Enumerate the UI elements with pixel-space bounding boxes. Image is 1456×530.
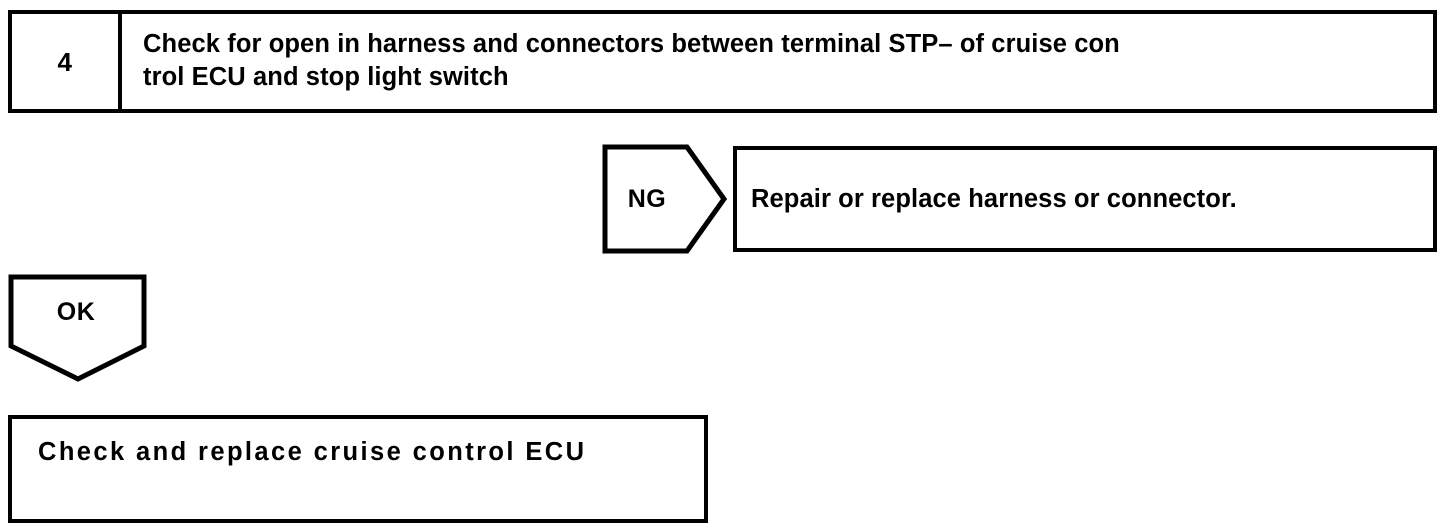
- step-instruction-text: Check for open in harness and connectors…: [143, 30, 1120, 91]
- ng-branch-arrow-icon: [602, 144, 727, 254]
- ng-result-box: Repair or replace harness or connector.: [733, 146, 1437, 252]
- ng-branch-label: NG: [627, 184, 667, 213]
- step-instruction-cell: Check for open in harness and connectors…: [126, 14, 1433, 109]
- ok-branch-arrow-icon: [8, 274, 148, 382]
- ok-branch-label: OK: [56, 297, 96, 326]
- step-number-cell: 4: [12, 14, 122, 109]
- step-number: 4: [57, 46, 73, 77]
- ok-result-box: Check and replace cruise control ECU: [8, 415, 708, 523]
- ok-result-text: Check and replace cruise control ECU: [38, 438, 587, 466]
- step-row: 4 Check for open in harness and connecto…: [8, 10, 1437, 113]
- ng-result-text: Repair or replace harness or connector.: [751, 184, 1237, 213]
